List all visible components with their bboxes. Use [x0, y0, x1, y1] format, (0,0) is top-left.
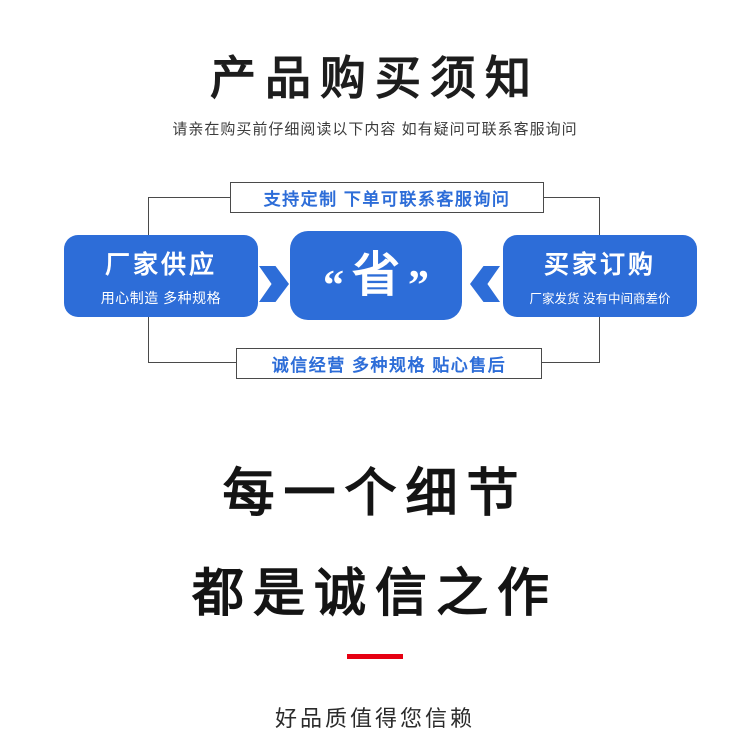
bottom-note-label: 诚信经营 多种规格 贴心售后 — [271, 356, 507, 375]
buyer-order-title: 买家订购 — [543, 251, 656, 279]
save-character: 省 — [351, 248, 400, 302]
slogan-line-1: 每一个细节 — [222, 465, 528, 523]
factory-supply-subtitle: 用心制造 多种规格 — [100, 289, 222, 306]
red-divider — [347, 654, 403, 659]
top-note-box: 支持定制 下单可联系客服询问 — [230, 182, 544, 213]
close-quote: ” — [408, 262, 429, 309]
factory-supply-title: 厂家供应 — [104, 250, 217, 279]
slogan-line-2: 都是诚信之作 — [191, 565, 558, 623]
tagline: 好品质值得您信赖 — [274, 706, 475, 731]
bottom-note-box: 诚信经营 多种规格 贴心售后 — [236, 348, 542, 379]
buyer-order-subtitle: 厂家发货 没有中间商差价 — [529, 292, 671, 306]
buyer-order-box: 买家订购 厂家发货 没有中间商差价 — [503, 235, 697, 317]
factory-supply-box: 厂家供应 用心制造 多种规格 — [64, 235, 258, 317]
open-quote: “ — [322, 262, 344, 309]
page-title: 产品购买须知 — [210, 52, 540, 104]
supply-diagram: 支持定制 下单可联系客服询问 厂家供应 用心制造 多种规格 “ 省 ” 买家订购… — [0, 170, 750, 400]
slogan-section: 每一个细节 都是诚信之作 好品质值得您信赖 — [0, 468, 750, 733]
top-note-label: 支持定制 下单可联系客服询问 — [263, 190, 511, 209]
page-subtitle: 请亲在购买前仔细阅读以下内容 如有疑问可联系客服询问 — [172, 121, 578, 138]
save-box: “ 省 ” — [290, 231, 462, 320]
